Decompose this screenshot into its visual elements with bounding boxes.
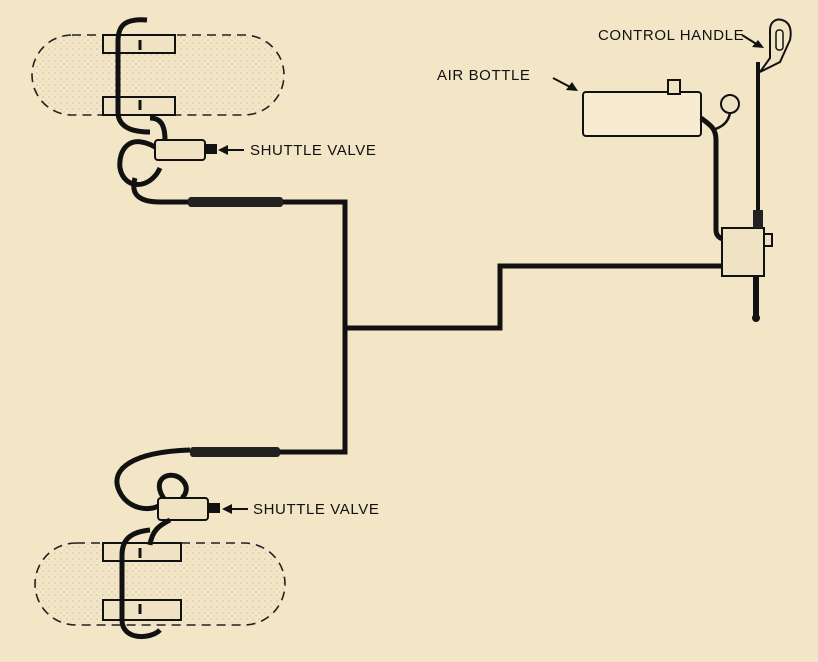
upper-valve-body	[154, 139, 206, 161]
control-handle	[759, 18, 792, 73]
trunk-line-to-valve	[345, 263, 722, 331]
air-bottle-supply-line	[699, 116, 731, 243]
lower-valve-loop	[114, 447, 191, 511]
air-bottle	[582, 79, 740, 243]
air-line-network	[131, 177, 722, 457]
upper-valve-port	[205, 144, 217, 154]
upper-shuttle-valve-arrowhead	[218, 145, 228, 155]
lower-shuttle-valve	[114, 447, 220, 546]
upper-flexible-hose	[188, 197, 283, 207]
control-handle-arrowhead	[752, 40, 764, 48]
control-handle-slot	[775, 29, 784, 51]
lower-brake-shoe-bottom	[102, 599, 182, 621]
upper-shuttle-valve	[117, 115, 217, 187]
upper-wheel-brake-line	[115, 17, 151, 135]
lower-brake-shoe-top	[102, 542, 182, 562]
air-bottle-body	[582, 91, 702, 137]
lower-valve-body	[157, 497, 209, 521]
lower-valve-port	[208, 503, 220, 513]
air-pressure-gauge-icon	[720, 94, 740, 114]
air-bottle-arrowhead	[566, 82, 578, 91]
control-valve-plunger-tip	[752, 314, 760, 322]
lower-shuttle-valve-arrowhead	[222, 504, 232, 514]
control-valve-fitting	[763, 233, 773, 247]
gauge-line	[711, 112, 732, 132]
control-handle-label: CONTROL HANDLE	[598, 27, 744, 44]
upper-valve-loop	[117, 139, 163, 187]
lower-valve-inner-loop	[156, 472, 189, 502]
upper-wheel	[31, 17, 285, 135]
lower-shuttle-valve-label: SHUTTLE VALVE	[253, 501, 379, 518]
control-valve-body	[721, 227, 765, 277]
air-bottle-label: AIR BOTTLE	[437, 67, 531, 84]
lower-flexible-hose	[190, 447, 280, 457]
lower-valve-outlet-line	[147, 517, 172, 546]
air-bottle-valve	[667, 79, 681, 95]
lower-wheel	[34, 527, 286, 640]
upper-branch-line	[131, 177, 348, 455]
control-valve-assembly	[721, 62, 773, 322]
control-rod-spring	[753, 210, 763, 228]
upper-valve-feed-line	[149, 115, 168, 141]
lower-wheel-brake-line	[119, 527, 162, 640]
upper-shuttle-valve-label: SHUTTLE VALVE	[250, 142, 376, 159]
